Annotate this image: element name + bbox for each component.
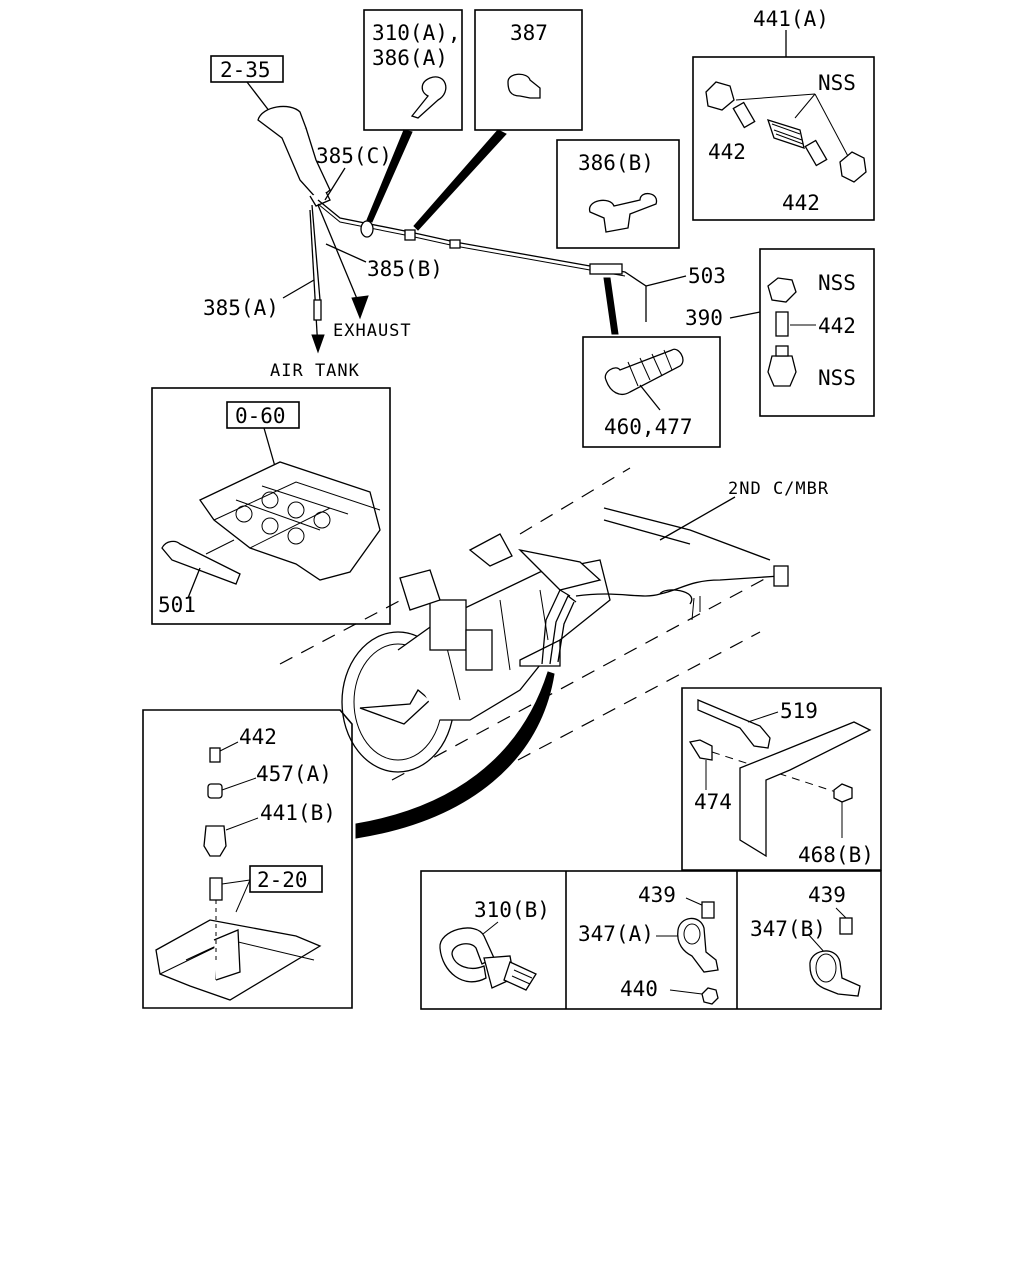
fitting-icon: [203, 825, 227, 857]
label-386b: 386(B): [578, 151, 654, 175]
label-468b: 468(B): [798, 843, 874, 867]
label-442-c: 442: [818, 314, 856, 338]
label-440: 440: [620, 977, 658, 1001]
detail-box-0-60[interactable]: 0-60 501: [151, 387, 391, 625]
ref-2-20-label: 2-20: [257, 868, 308, 892]
hose-385c: [317, 199, 647, 322]
label-310b: 310(B): [474, 898, 550, 922]
label-385a: 385(A): [203, 296, 279, 320]
ref-box-2-20[interactable]: [249, 865, 323, 893]
detail-box-387[interactable]: 387: [474, 9, 583, 131]
label-441a: 441(A): [753, 7, 829, 31]
detail-box-bracket[interactable]: 442 457(A) 441(B) 2-20: [142, 709, 353, 1009]
label-nss-441a: NSS: [818, 71, 856, 95]
label-442-b: 442: [782, 191, 820, 215]
detail-box-386b[interactable]: 386(B): [556, 139, 680, 249]
label-347a: 347(A): [578, 922, 654, 946]
pointer-310a: [366, 129, 413, 223]
boot-icon: [604, 348, 684, 395]
pointer-387: [413, 129, 507, 231]
cable-tie-icon: [410, 76, 447, 119]
label-385b: 385(B): [367, 257, 443, 281]
label-387: 387: [510, 21, 548, 45]
frame-outline: [279, 467, 771, 781]
label-310a: 310(A),: [372, 21, 461, 45]
label-439-a: 439: [638, 883, 676, 907]
clip-fitting: [360, 220, 374, 238]
exhaust-arrow-icon: [351, 295, 369, 320]
label-519: 519: [780, 699, 818, 723]
label-457a: 457(A): [256, 762, 332, 786]
seal-strip-icon: [161, 540, 241, 585]
detail-box-390[interactable]: NSS 442 NSS: [759, 248, 875, 417]
label-474: 474: [694, 790, 732, 814]
detail-box-460-477[interactable]: 460,477: [582, 336, 721, 448]
detail-box-310a-386a[interactable]: 310(A), 386(A): [363, 9, 463, 131]
label-439-b: 439: [808, 883, 846, 907]
detail-box-347a[interactable]: 439 347(A) 440: [578, 883, 719, 1005]
ref-box-0-60[interactable]: [226, 401, 300, 429]
air-tank-arrow-icon: [311, 334, 325, 354]
ref-box-2-35[interactable]: 2-35: [210, 55, 284, 83]
connector-icon: [767, 355, 797, 387]
label-385c: 385(C): [316, 144, 392, 168]
label-2nd-cmbr: 2ND C/MBR: [728, 479, 829, 499]
grommet-icon: [507, 73, 541, 99]
band-clamp-icon: [439, 927, 495, 983]
label-442-d: 442: [239, 725, 277, 749]
hose-clamp-icon: [589, 193, 658, 233]
frame-plate-icon: [739, 721, 872, 858]
label-nss-390-a: NSS: [818, 271, 856, 295]
pointer-to-bracket-box: [355, 671, 555, 839]
pointer-460: [603, 277, 619, 335]
label-442-a: 442: [708, 140, 746, 164]
label-386a: 386(A): [372, 46, 448, 70]
screw-icon: [209, 747, 221, 763]
label-441b: 441(B): [260, 801, 336, 825]
shift-lever-drawing: [257, 105, 331, 207]
transmission-drawing[interactable]: [341, 533, 789, 773]
p-clip-icon: [677, 917, 719, 973]
stay-icon: [697, 699, 771, 749]
nut-icon: [705, 81, 735, 111]
label-347b: 347(B): [750, 917, 826, 941]
detail-box-441a[interactable]: NSS 442 442: [692, 56, 875, 221]
ref-2-35-label: 2-35: [220, 58, 271, 82]
label-air-tank: AIR TANK: [270, 361, 360, 381]
ref-0-60-label: 0-60: [235, 404, 286, 428]
label-nss-390-b: NSS: [818, 366, 856, 390]
label-503: 503: [688, 264, 726, 288]
label-390: 390: [685, 306, 723, 330]
detail-box-310b[interactable]: 310(B): [439, 898, 550, 991]
detail-box-347b[interactable]: 439 347(B): [750, 883, 861, 997]
label-exhaust: EXHAUST: [333, 321, 412, 341]
valve-manifold-icon: [199, 461, 381, 581]
bolt-icon: [688, 739, 713, 761]
label-501: 501: [158, 593, 196, 617]
bottom-box-row: [420, 870, 882, 1010]
detail-box-519[interactable]: 519 474 468(B): [681, 687, 882, 871]
label-460-477: 460,477: [604, 415, 693, 439]
